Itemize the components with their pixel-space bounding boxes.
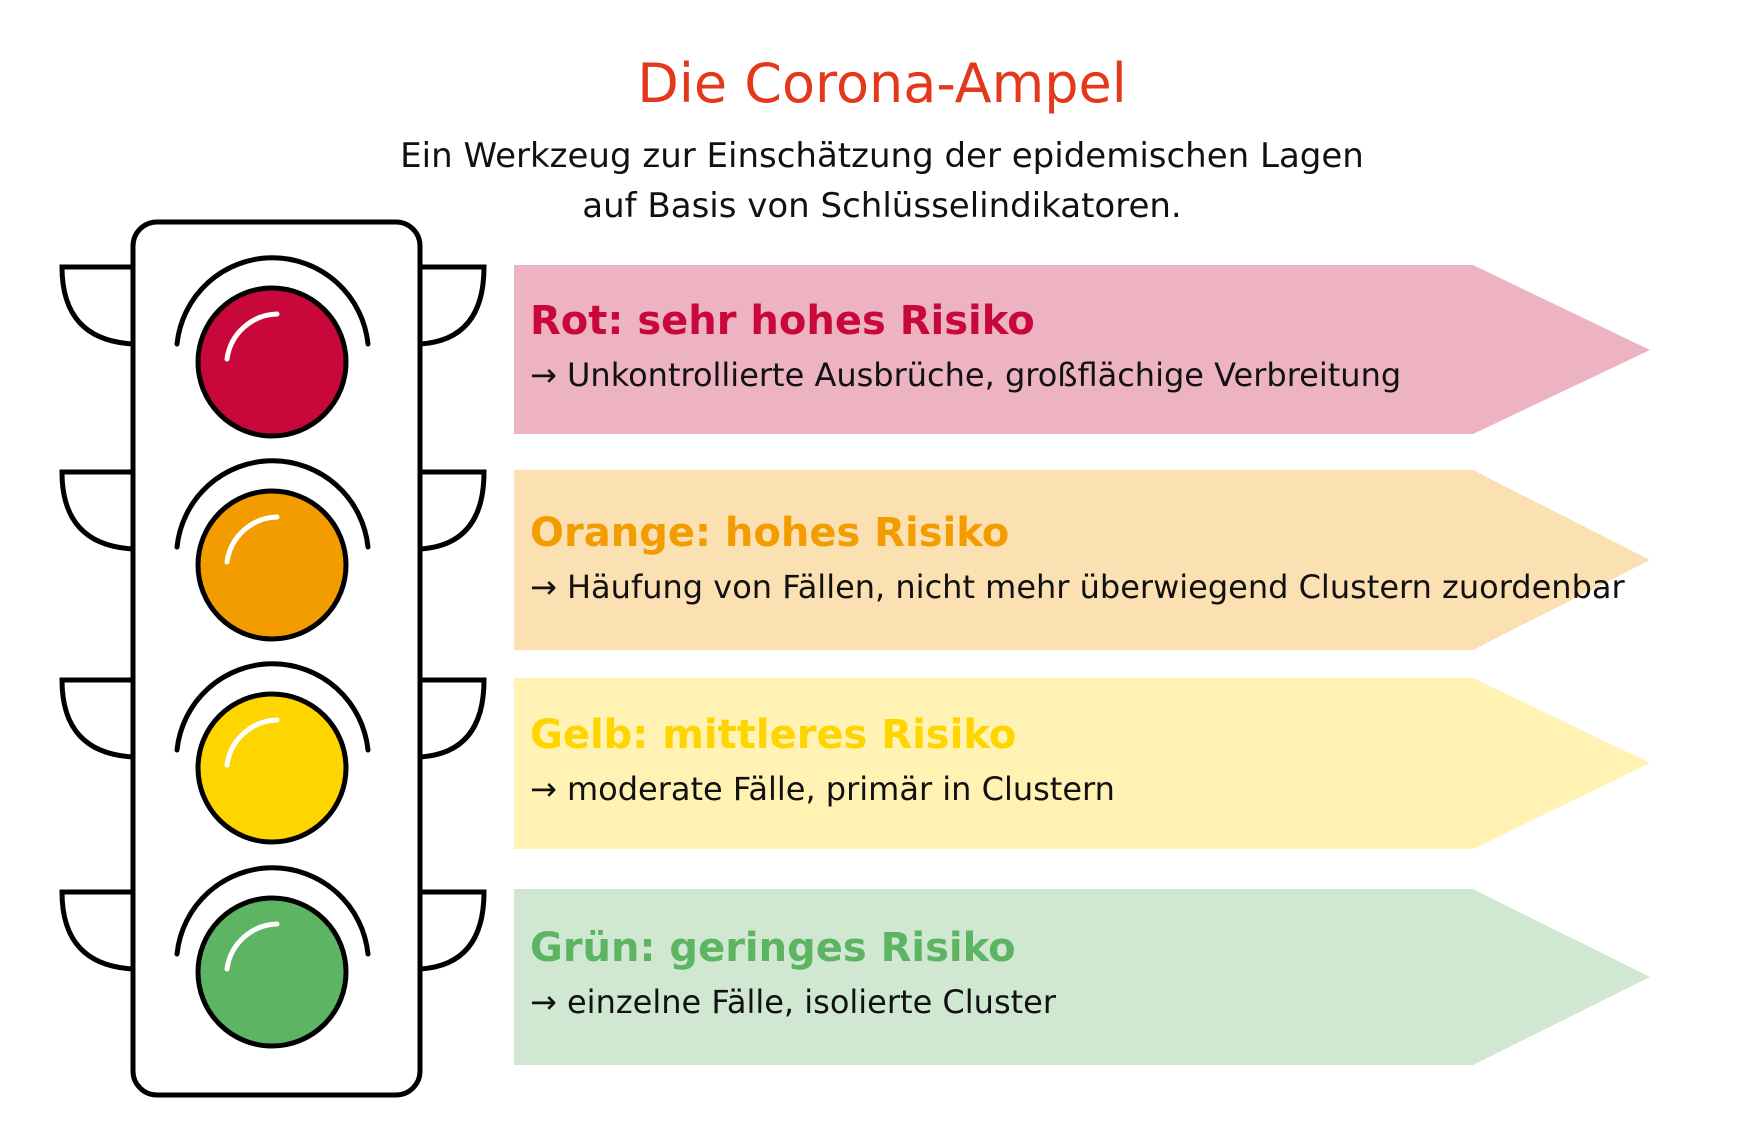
- level-description: → moderate Fälle, primär in Clustern: [530, 770, 1115, 808]
- visor-3: [174, 661, 371, 753]
- traffic-light-housing: [130, 219, 423, 1098]
- subtitle-line-2: auf Basis von Schlüsselindikatoren.: [582, 186, 1182, 226]
- ears-row-3: [59, 677, 487, 760]
- subtitle-line-1: Ein Werkzeug zur Einschätzung der epidem…: [400, 136, 1364, 176]
- light-orange: [195, 488, 349, 642]
- visor-2: [174, 458, 371, 550]
- level-heading: Grün: geringes Risiko: [530, 925, 1016, 971]
- band-orange: [514, 470, 1650, 650]
- level-description: → Häufung von Fällen, nicht mehr überwie…: [530, 568, 1625, 606]
- level-description: → einzelne Fälle, isolierte Cluster: [530, 983, 1056, 1021]
- visor-1: [174, 255, 371, 347]
- light-gruen: [195, 895, 349, 1049]
- level-heading: Gelb: mittleres Risiko: [530, 712, 1017, 758]
- band-gruen: [514, 889, 1650, 1065]
- light-gelb: [195, 691, 349, 845]
- ears-row-4: [59, 889, 487, 972]
- visor-4: [174, 865, 371, 957]
- ears-row-2: [59, 469, 487, 552]
- light-rot: [195, 285, 349, 439]
- level-rot: Rot: sehr hohes Risiko → Unkontrollierte…: [530, 298, 1401, 394]
- level-heading: Orange: hohes Risiko: [530, 510, 1010, 556]
- page-title: Die Corona-Ampel: [637, 52, 1127, 115]
- level-heading: Rot: sehr hohes Risiko: [530, 298, 1035, 344]
- level-gruen: Grün: geringes Risiko → einzelne Fälle, …: [530, 925, 1056, 1021]
- level-description: → Unkontrollierte Ausbrüche, großflächig…: [530, 356, 1402, 394]
- level-gelb: Gelb: mittleres Risiko → moderate Fälle,…: [530, 712, 1115, 808]
- traffic-light-icon: [59, 219, 487, 1098]
- ears-row-1: [59, 264, 487, 347]
- band-gelb: [514, 678, 1650, 849]
- level-orange: Orange: hohes Risiko → Häufung von Fälle…: [530, 510, 1625, 606]
- band-rot: [514, 265, 1650, 434]
